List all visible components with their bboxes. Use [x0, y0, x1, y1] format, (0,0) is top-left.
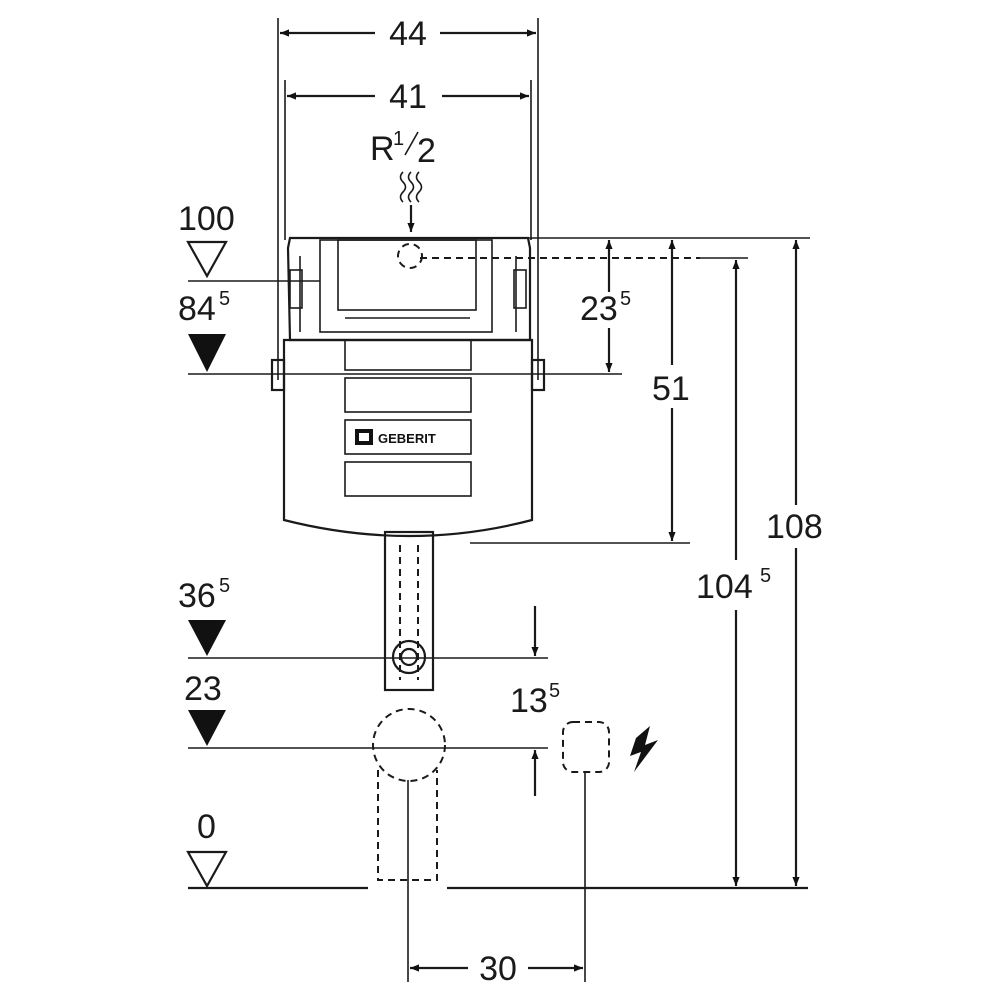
- svg-text:1: 1: [393, 128, 404, 150]
- cistern-body: GEBERIT: [270, 236, 610, 881]
- svg-text:5: 5: [219, 575, 230, 597]
- geberit-logo: GEBERIT: [355, 429, 436, 446]
- level-marker-23: 23: [184, 670, 548, 749]
- width-41-label: 41: [389, 78, 427, 116]
- svg-text:13: 13: [510, 682, 548, 720]
- svg-text:5: 5: [760, 565, 771, 587]
- svg-text:5: 5: [219, 288, 230, 310]
- level-marker-0: 0: [186, 808, 808, 890]
- dimension-104-5: 104 5: [696, 260, 771, 886]
- dimension-30: 30: [407, 772, 586, 988]
- width-dimension-41: 41: [284, 78, 532, 240]
- width-dimension-44: 44: [277, 15, 539, 380]
- svg-text:84: 84: [178, 290, 216, 328]
- dimension-23-5: 23 5: [580, 240, 631, 372]
- svg-text:5: 5: [549, 680, 560, 702]
- electric-icon: [630, 726, 658, 772]
- svg-text:51: 51: [652, 370, 690, 408]
- level-marker-36: 36 5: [178, 575, 548, 659]
- svg-text:23: 23: [580, 290, 618, 328]
- level-marker-84: 84 5: [178, 288, 622, 375]
- dimension-51: 51: [652, 240, 690, 541]
- dimension-108: 108: [766, 240, 823, 886]
- svg-text:5: 5: [620, 288, 631, 310]
- width-44-label: 44: [389, 15, 427, 53]
- thread-label: R 1 2: [370, 128, 436, 170]
- svg-text:0: 0: [197, 808, 216, 846]
- water-inlet-icon: [399, 171, 423, 232]
- svg-text:23: 23: [184, 670, 222, 708]
- svg-text:36: 36: [178, 577, 216, 615]
- svg-text:R: R: [370, 130, 395, 168]
- svg-text:GEBERIT: GEBERIT: [378, 431, 436, 446]
- dimension-13-5: 13 5: [510, 606, 560, 796]
- svg-text:30: 30: [479, 950, 517, 988]
- level-marker-100: 100: [178, 200, 320, 282]
- svg-text:108: 108: [766, 508, 823, 546]
- svg-text:104: 104: [696, 568, 753, 606]
- svg-text:100: 100: [178, 200, 235, 238]
- svg-text:2: 2: [417, 132, 436, 170]
